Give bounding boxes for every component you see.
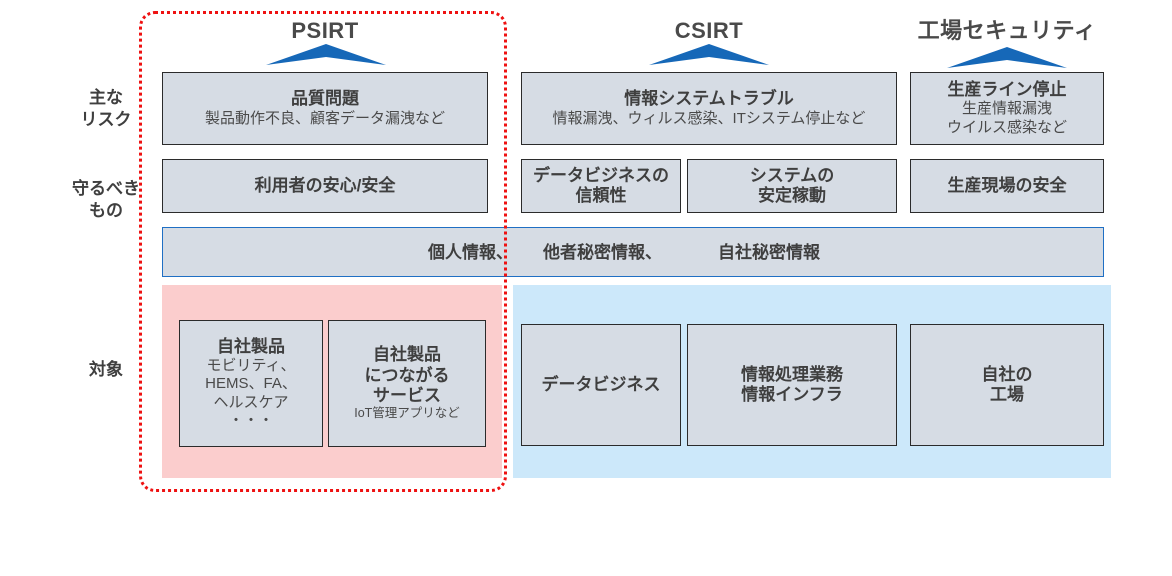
row-label-main-risk: 主な リスク — [80, 88, 132, 129]
risk-box-csirt[interactable]: 情報システムトラブル 情報漏洩、ウィルス感染、ITシステム停止など — [521, 72, 897, 145]
target-box-own-products-title: 自社製品 — [217, 336, 285, 356]
target-box-data-business[interactable]: データビジネス — [521, 324, 681, 446]
protect-box-data-business[interactable]: データビジネスの 信頼性 — [521, 159, 681, 213]
risk-box-psirt-detail: 製品動作不良、顧客データ漏洩など — [204, 109, 445, 127]
chevron-csirt-icon — [649, 44, 769, 65]
target-box-own-factory-title: 自社の 工場 — [981, 364, 1033, 404]
band-segment-own-secret: 自社秘密情報 — [718, 242, 820, 262]
protect-box-psirt[interactable]: 利用者の安心/安全 — [162, 159, 488, 213]
risk-box-psirt-title: 品質問題 — [291, 89, 359, 109]
protect-box-data-business-title: データビジネスの 信頼性 — [533, 165, 669, 205]
risk-box-csirt-detail: 情報漏洩、ウィルス感染、ITシステム停止など — [552, 109, 866, 127]
target-box-connected-services-detail: IoT管理アプリなど — [354, 406, 460, 421]
risk-box-factory-detail: 生産情報漏洩 ウイルス感染など — [946, 100, 1067, 136]
protect-box-psirt-title: 利用者の安心/安全 — [254, 175, 396, 195]
protect-box-system-stability[interactable]: システムの 安定稼動 — [687, 159, 897, 213]
risk-box-psirt[interactable]: 品質問題 製品動作不良、顧客データ漏洩など — [162, 72, 488, 145]
target-box-connected-services[interactable]: 自社製品 につながる サービス IoT管理アプリなど — [328, 320, 486, 447]
target-box-own-factory[interactable]: 自社の 工場 — [910, 324, 1104, 446]
band-segment-third-party-secret: 他者秘密情報、 — [543, 242, 662, 262]
target-box-info-infra[interactable]: 情報処理業務 情報インフラ — [687, 324, 897, 446]
group-title-psirt: PSIRT — [291, 18, 359, 43]
chevron-psirt-icon — [266, 44, 386, 65]
target-box-data-business-title: データビジネス — [541, 374, 661, 394]
risk-box-factory-title: 生産ライン停止 — [947, 80, 1067, 99]
band-segment-personal-info: 個人情報、 — [428, 242, 513, 262]
target-box-connected-services-title: 自社製品 につながる サービス — [364, 345, 450, 406]
risk-box-csirt-title: 情報システムトラブル — [624, 89, 794, 109]
group-title-csirt: CSIRT — [674, 18, 744, 43]
protect-box-factory-safety-title: 生産現場の安全 — [947, 175, 1067, 195]
target-box-info-infra-title: 情報処理業務 情報インフラ — [741, 364, 843, 404]
protect-box-factory-safety[interactable]: 生産現場の安全 — [910, 159, 1104, 213]
target-box-own-products-detail: モビリティ、 HEMS、FA、 ヘルスケア ・・・ — [205, 357, 297, 429]
protect-box-system-stability-title: システムの 安定稼動 — [749, 165, 835, 205]
row-label-to-protect: 守るべき もの — [72, 179, 140, 220]
group-title-factory: 工場セキュリティ — [917, 18, 1097, 43]
row-label-scope-target: 対象 — [89, 360, 123, 380]
risk-box-factory[interactable]: 生産ライン停止 生産情報漏洩 ウイルス感染など — [910, 72, 1104, 145]
confidential-info-band[interactable]: 個人情報、 他者秘密情報、 自社秘密情報 — [162, 227, 1104, 277]
chevron-factory-icon — [947, 47, 1067, 68]
target-box-own-products[interactable]: 自社製品 モビリティ、 HEMS、FA、 ヘルスケア ・・・ — [179, 320, 323, 447]
